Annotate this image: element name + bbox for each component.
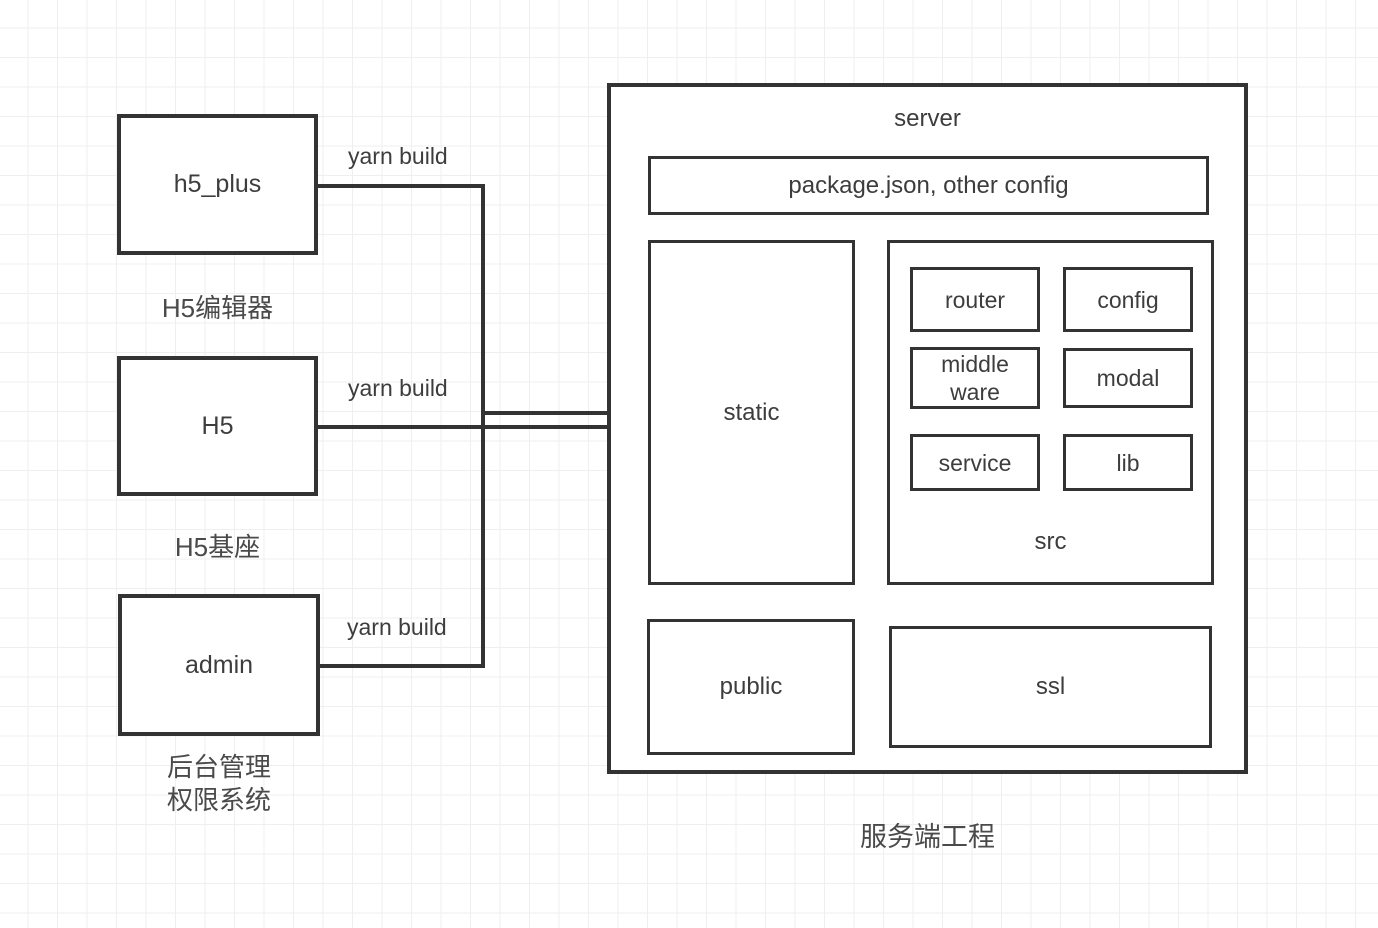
admin-caption-line-2: 权限系统 (166, 785, 271, 815)
h5-box: H5 (117, 356, 318, 496)
edge-label-yarn-build-3: yarn build (347, 614, 447, 640)
h5-caption-line: H5基座 (174, 532, 261, 562)
h5-box-label: H5 (201, 411, 234, 440)
static-box-label: static (723, 398, 780, 426)
server-box: server package.json, other config static… (607, 83, 1248, 774)
package-config-bar: package.json, other config (648, 156, 1209, 215)
h5-plus-caption: H5编辑器 (117, 292, 318, 325)
server-title: server (894, 105, 961, 132)
h5-plus-box-label: h5_plus (173, 170, 262, 198)
connector-h5plus-horizontal (318, 184, 485, 188)
module-lib: lib (1063, 434, 1193, 491)
src-box: router config middle ware modal service … (887, 240, 1214, 585)
package-config-bar-label: package.json, other config (788, 171, 1069, 199)
src-label: src (1034, 528, 1067, 555)
module-config: config (1063, 267, 1193, 332)
public-box-label: public (719, 673, 783, 700)
ssl-box: ssl (889, 626, 1212, 748)
connector-admin-horizontal (320, 664, 481, 668)
server-caption: 服务端工程 (860, 822, 995, 852)
admin-caption-line-1: 后台管理 (166, 752, 271, 782)
edge-label-yarn-build-1: yarn build (348, 143, 448, 169)
h5-caption: H5基座 (117, 531, 318, 564)
connector-h5-to-static (318, 425, 620, 429)
admin-box: admin (118, 594, 320, 736)
edge-label-yarn-build-2: yarn build (348, 375, 448, 401)
admin-caption: 后台管理 权限系统 (118, 751, 320, 817)
h5-plus-caption-line: H5编辑器 (161, 293, 274, 323)
module-middleware: middle ware (910, 347, 1040, 409)
static-box: static (648, 240, 855, 585)
module-modal: modal (1063, 348, 1193, 408)
connector-trunk-to-static (482, 411, 620, 415)
public-box: public (647, 619, 855, 755)
admin-box-label: admin (184, 650, 254, 679)
module-router: router (910, 267, 1040, 332)
module-service: service (910, 434, 1040, 491)
ssl-box-label: ssl (1035, 673, 1066, 700)
h5-plus-box: h5_plus (117, 114, 318, 255)
